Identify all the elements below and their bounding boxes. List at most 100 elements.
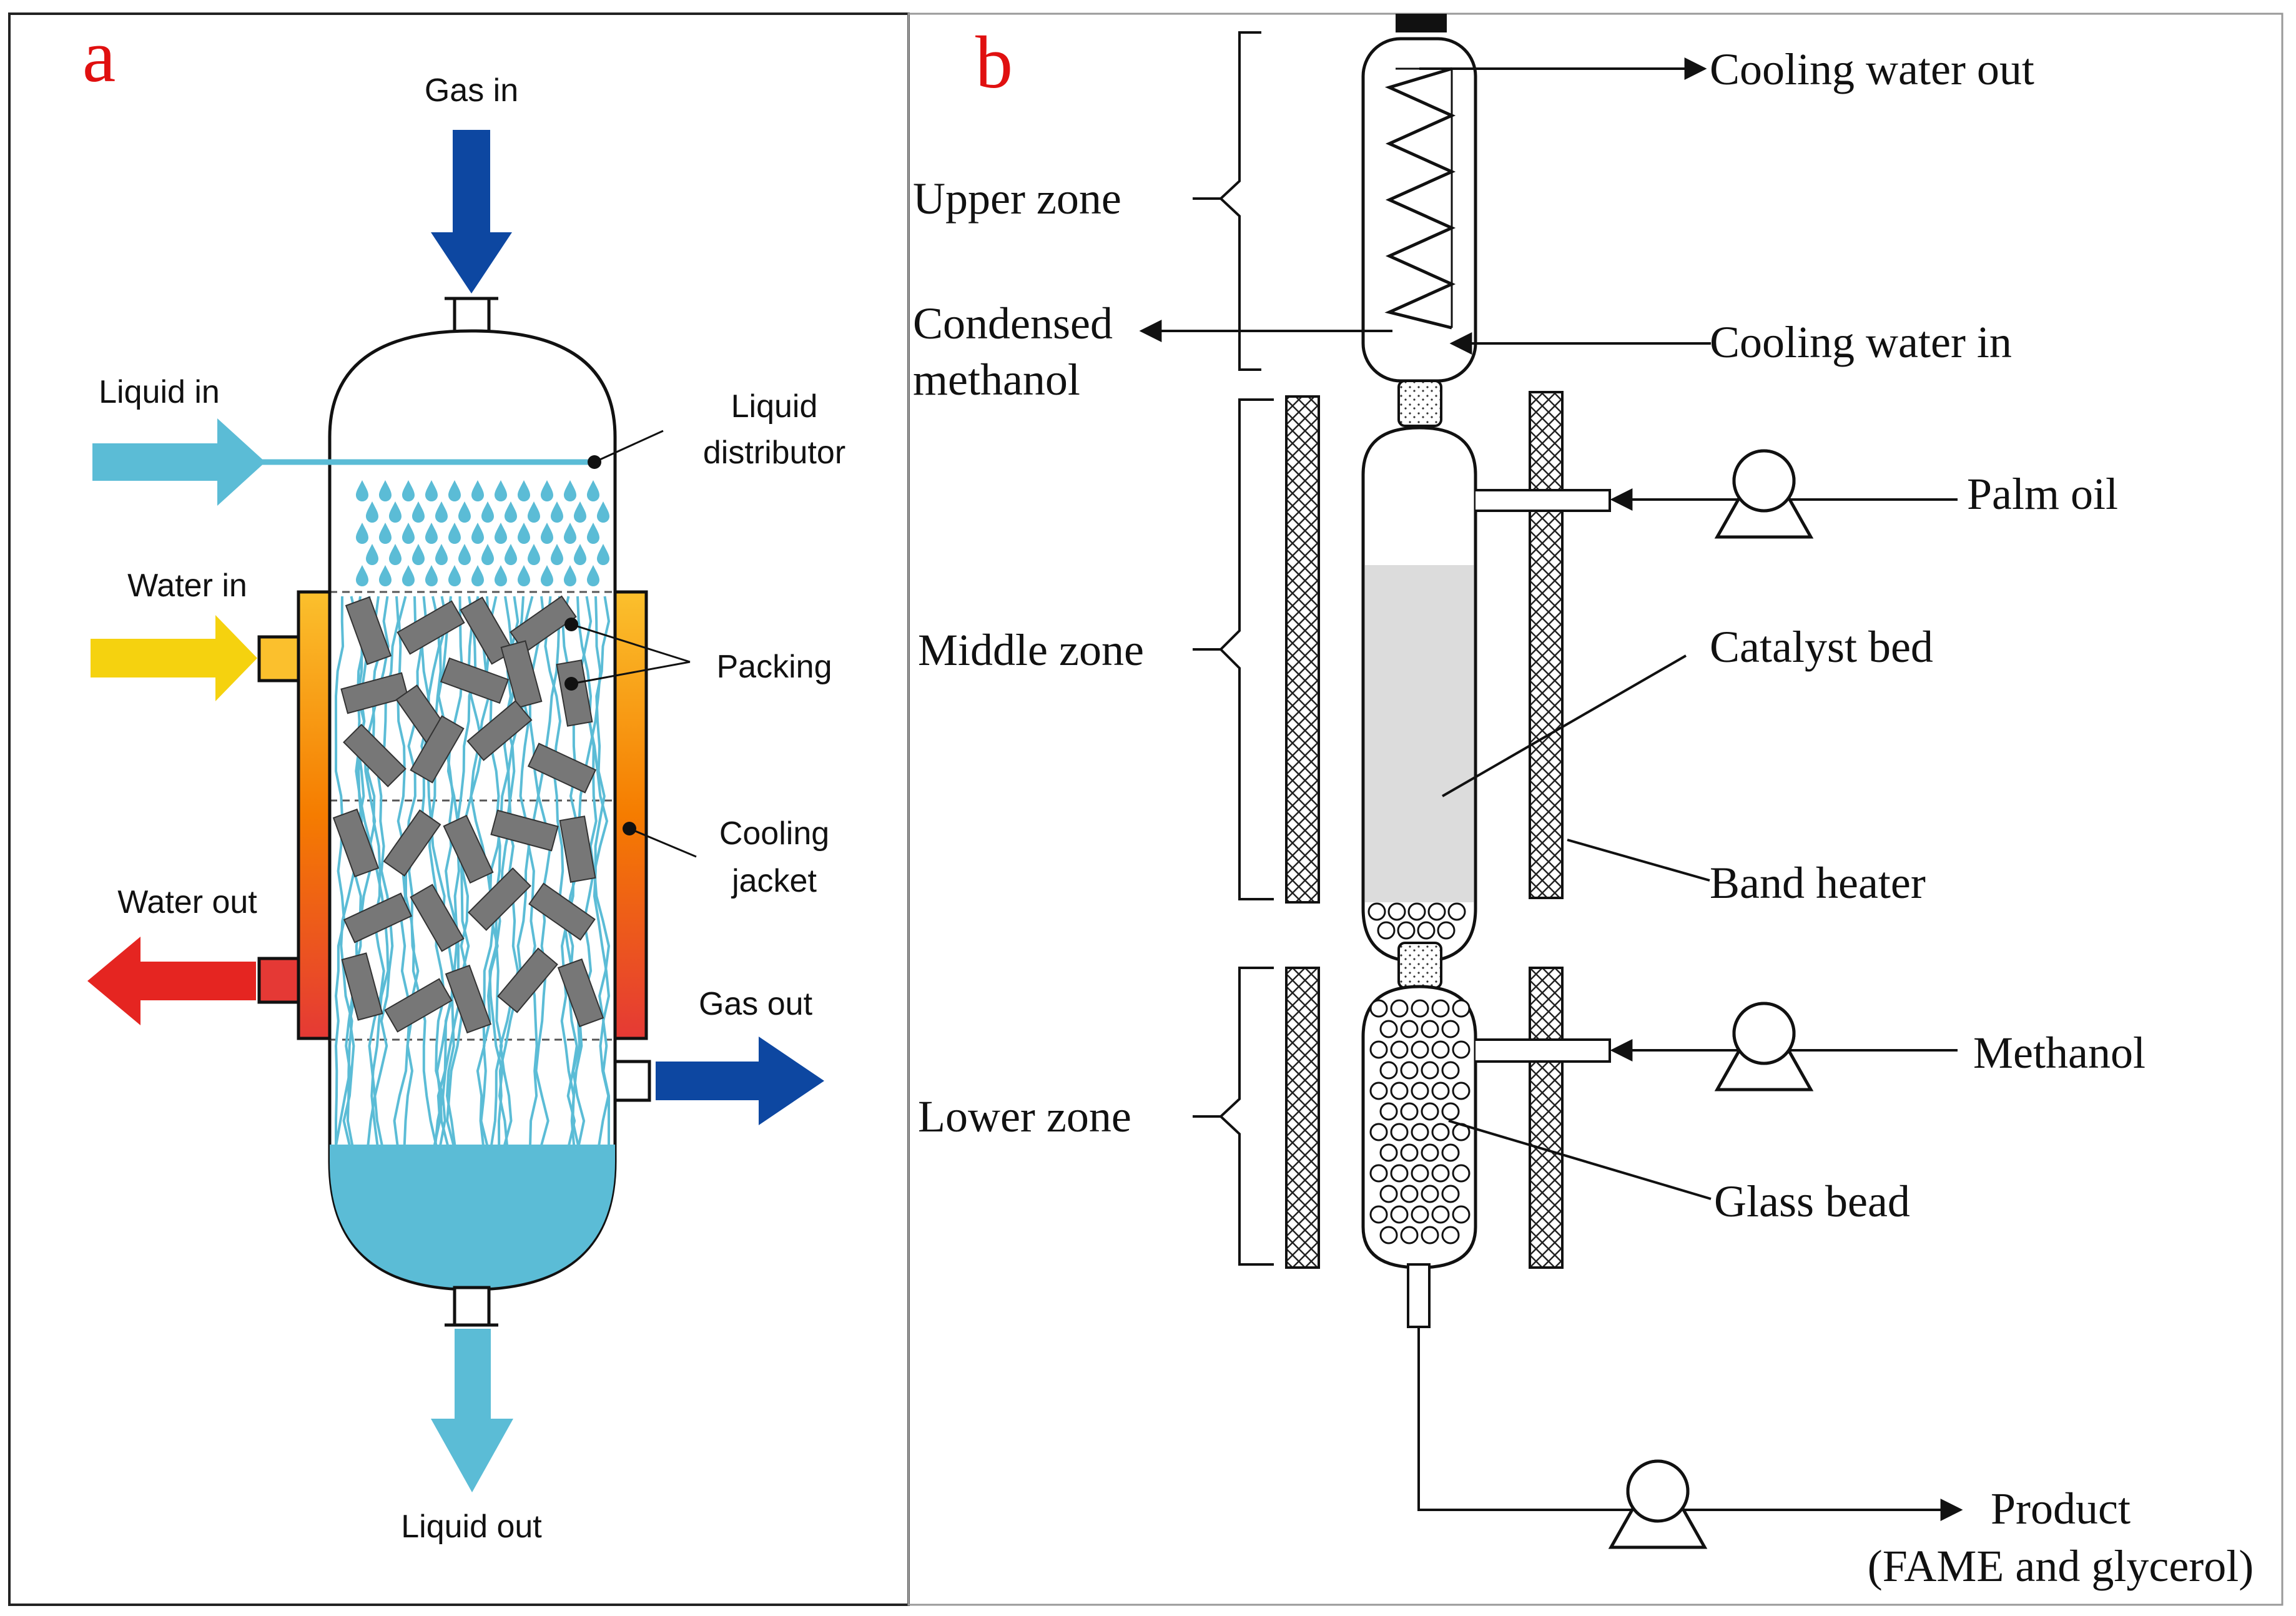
packing-ring [443, 814, 494, 884]
product-label-line1: Product [1991, 1484, 2131, 1534]
glass-bead [1390, 1164, 1409, 1183]
glass-bead [1379, 1102, 1398, 1121]
packing-ring [440, 657, 510, 704]
palm-oil-label: Palm oil [1967, 469, 2118, 519]
glass-bead [1400, 1020, 1419, 1038]
glass-bead [1431, 1205, 1450, 1224]
glass-bead [1390, 1205, 1409, 1224]
glass-bead [1441, 1102, 1460, 1121]
band-heater-lower-right [1529, 967, 1564, 1269]
glass-bead [1421, 1061, 1439, 1080]
support-bead [1427, 902, 1446, 921]
glass-bead [1411, 1123, 1429, 1141]
glass-bead [1452, 1164, 1471, 1183]
glass-bead [1390, 1081, 1409, 1100]
product-label-line2: (FAME and glycerol) [1868, 1541, 2254, 1591]
glass-bead [1400, 1226, 1419, 1244]
rivulet [393, 596, 441, 1146]
water-in-arrow-icon [91, 615, 257, 701]
panel-a-letter: a [82, 14, 116, 97]
middle-zone-brace [1219, 398, 1274, 900]
glass-bead [1431, 999, 1450, 1018]
packing-ring [460, 596, 515, 665]
glass-bead [1369, 1123, 1388, 1141]
upper-zone-label: Upper zone [913, 174, 1121, 224]
glass-bead [1379, 1020, 1398, 1038]
glass-bead [1452, 1205, 1471, 1224]
rivulet [437, 596, 458, 1146]
lower-zone-brace [1219, 967, 1274, 1266]
glass-bead [1452, 999, 1471, 1018]
liquid-in-arrow-icon [92, 418, 265, 506]
rivulet [430, 596, 455, 1146]
packing-ring [343, 724, 406, 787]
band-heater-middle-right [1529, 391, 1564, 899]
support-bead [1437, 921, 1456, 940]
gas-out-label: Gas out [699, 986, 813, 1022]
condenser [1361, 37, 1477, 383]
glass-bead [1441, 1226, 1460, 1244]
gas-out-arrow-icon [656, 1037, 824, 1125]
rivulet [593, 596, 611, 1146]
packing-ring [556, 659, 593, 727]
condensed-methanol-label-line1: Condensed [913, 298, 1113, 348]
cooling-jacket-label-line2: jacket [731, 863, 817, 899]
liquid-out-label: Liquid out [401, 1509, 542, 1545]
glass-bead [1421, 1143, 1439, 1162]
liquid-in-label: Liquid in [99, 374, 220, 410]
catalyst-bed-label: Catalyst bed [1710, 622, 1933, 672]
glass-bead [1441, 1185, 1460, 1203]
glass-bead [1411, 999, 1429, 1018]
glass-bead [1379, 1185, 1398, 1203]
glass-bead [1421, 1185, 1439, 1203]
glass-bead [1411, 1040, 1429, 1059]
glass-bead [1379, 1143, 1398, 1162]
packing-ring [384, 978, 453, 1033]
packing-ring [341, 952, 383, 1021]
band-heater-label: Band heater [1710, 858, 1926, 908]
gas-in-label: Gas in [425, 72, 518, 109]
lower-zone-label: Lower zone [918, 1091, 1131, 1141]
support-bead [1407, 902, 1426, 921]
catalyst-bed [1365, 565, 1474, 902]
bottom-nozzle [453, 1286, 491, 1327]
glass-bead [1441, 1020, 1460, 1038]
glass-bead [1369, 1040, 1388, 1059]
support-bead [1397, 921, 1416, 940]
packing-ring [383, 809, 441, 877]
methanol-label: Methanol [1973, 1028, 2146, 1078]
liquid-distributor-label-line2: distributor [703, 435, 845, 471]
glass-bead [1452, 1081, 1471, 1100]
liquid-pool [330, 1145, 615, 1288]
support-bead [1377, 921, 1396, 940]
packing-ring [490, 809, 559, 852]
liquid-out-arrow-icon [431, 1329, 513, 1492]
packing-ring [500, 640, 543, 709]
rivulet [497, 596, 561, 1146]
liquid-distributor-label-line1: Liquid [731, 388, 818, 425]
packing-ring [410, 884, 465, 952]
catalyst-support-beads [1367, 902, 1466, 940]
panel-b-frame [907, 12, 2284, 1606]
glass-bead [1441, 1061, 1460, 1080]
cooling-jacket-label-line1: Cooling [719, 815, 829, 852]
glass-bead-label: Glass bead [1714, 1176, 1910, 1226]
band-heater-middle-left [1285, 395, 1320, 904]
packing-ring [410, 715, 465, 784]
water-in-label: Water in [127, 568, 247, 604]
packing-ring [559, 815, 596, 883]
glass-bead [1431, 1164, 1450, 1183]
packing-elements [332, 595, 604, 1034]
packing-ring [466, 700, 533, 761]
glass-bead [1369, 1164, 1388, 1183]
rivulet [413, 596, 446, 1146]
cooling-coil [1384, 67, 1456, 330]
packing-ring [345, 596, 392, 666]
glass-bead [1400, 1185, 1419, 1203]
condensed-methanol-label-line2: methanol [913, 355, 1080, 405]
glass-bead [1431, 1081, 1450, 1100]
glass-bead [1411, 1164, 1429, 1183]
panel-b-letter: b [975, 21, 1013, 104]
glass-bead [1379, 1061, 1398, 1080]
panel-b: b Cooling water out Cooling water in Con… [907, 12, 2284, 1606]
